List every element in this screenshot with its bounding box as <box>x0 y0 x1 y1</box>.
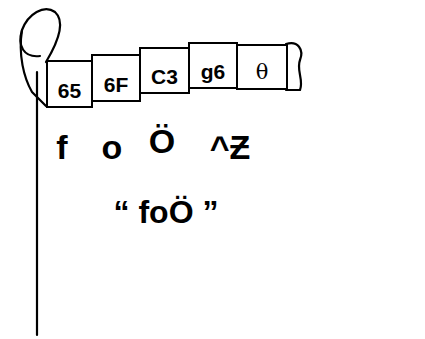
decoded-char: Ö <box>149 124 175 158</box>
banner-curl <box>20 9 60 62</box>
hex-value: C3 <box>151 66 178 92</box>
decoded-char: ^Ƶ <box>210 130 251 164</box>
hex-value: 6F <box>104 74 129 100</box>
banner-curl-edge <box>21 30 46 106</box>
decoded-char: f <box>56 130 67 164</box>
decoded-char: o <box>102 130 123 164</box>
tape-cell: 65 <box>46 60 93 108</box>
tape-cell: θ <box>236 44 288 90</box>
decoded-string: “ foÖ ” <box>114 196 219 228</box>
hex-value: 65 <box>58 80 81 106</box>
tape-cell: C3 <box>139 47 190 94</box>
tape-cell: 6F <box>91 54 141 102</box>
hex-value: g6 <box>201 61 226 87</box>
hex-value: θ <box>256 62 269 88</box>
tape-cell: g6 <box>188 42 238 89</box>
banner-end <box>286 43 301 90</box>
pole-line <box>36 72 38 335</box>
